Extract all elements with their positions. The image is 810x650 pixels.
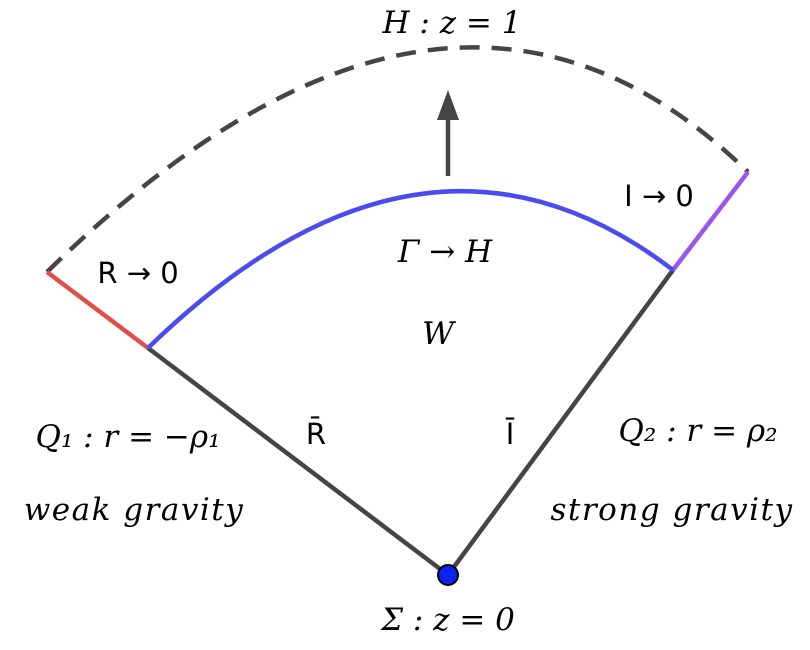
horizon-dashed-arc — [45, 45, 750, 274]
gamma-limit-label: Γ → H — [397, 234, 493, 270]
i-bar-label: Ī — [506, 417, 515, 451]
q2-edge — [446, 268, 675, 577]
r-limit-label: R → 0 — [97, 256, 178, 290]
flow-arrow-head — [437, 90, 459, 120]
q2-label: Q₂ : r = ρ₂ — [618, 413, 777, 449]
q1-edge — [146, 346, 450, 577]
r-segment — [45, 270, 150, 350]
sigma-label: Σ : z = 0 — [380, 602, 515, 638]
w-region-label: W — [422, 316, 456, 352]
q1-label: Q₁ : r = −ρ₁ — [35, 419, 220, 455]
sigma-point — [437, 564, 459, 586]
horizon-label: H : z = 1 — [382, 5, 522, 41]
gamma-curve — [146, 188, 675, 350]
strong-gravity-label: strong gravity — [550, 492, 793, 528]
weak-gravity-label: weak gravity — [24, 492, 245, 528]
i-segment — [671, 170, 750, 272]
r-bar-label: R̄ — [306, 417, 326, 451]
i-limit-label: I → 0 — [624, 179, 694, 213]
